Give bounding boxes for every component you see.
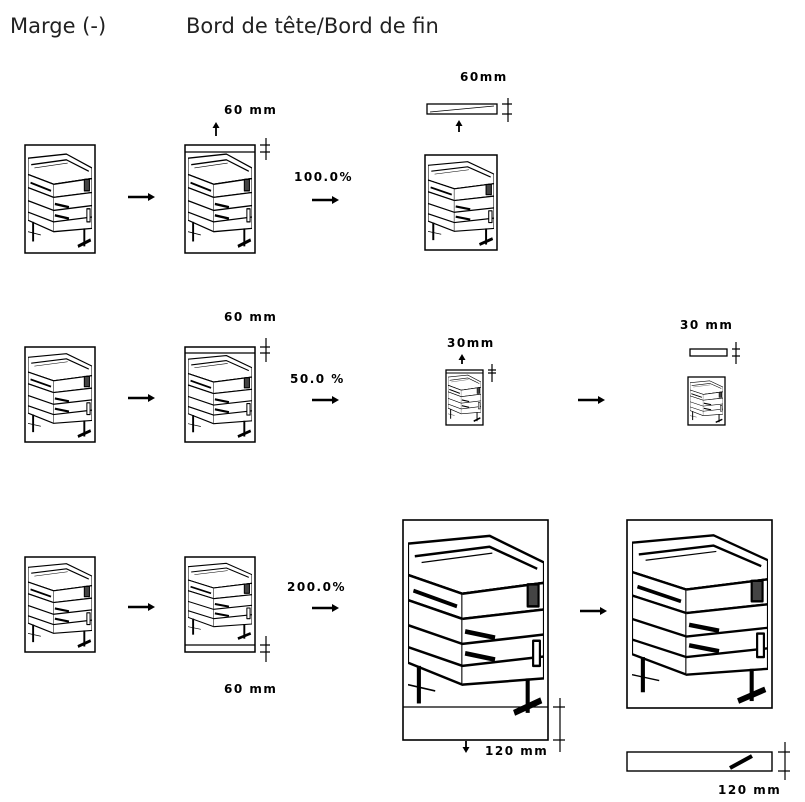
- dimension-marker: [260, 138, 270, 160]
- row3-enlarged-dimension: 120 mm: [485, 744, 549, 758]
- row2-small-dimension: 30mm: [447, 336, 495, 350]
- row1-strip-dimension: 60mm: [460, 70, 508, 84]
- dimension-marker: [260, 636, 270, 662]
- row-2: [24, 338, 740, 443]
- dimension-marker: [260, 338, 270, 362]
- dimension-marker: [502, 98, 512, 122]
- row3-bottom-dimension: 60 mm: [224, 682, 278, 696]
- row2-top-dimension: 60 mm: [224, 310, 278, 324]
- dimension-marker: [732, 342, 740, 364]
- cut-strip: [689, 348, 728, 357]
- row1-top-dimension: 60 mm: [224, 103, 278, 117]
- header-margin: Marge (-): [10, 14, 107, 38]
- row-3: [24, 519, 790, 780]
- row-1: [24, 98, 512, 254]
- row1-scale: 100.0%: [294, 170, 353, 184]
- row2-final-dimension: 30 mm: [680, 318, 734, 332]
- header-edge: Bord de tête/Bord de fin: [186, 14, 439, 38]
- row3-scale: 200.0%: [287, 580, 346, 594]
- dimension-marker: [553, 698, 565, 752]
- row3-final-dimension: 120 mm: [718, 783, 782, 797]
- row2-scale: 50.0 %: [290, 372, 345, 386]
- dimension-marker: [488, 364, 496, 382]
- dimension-marker: [778, 742, 790, 780]
